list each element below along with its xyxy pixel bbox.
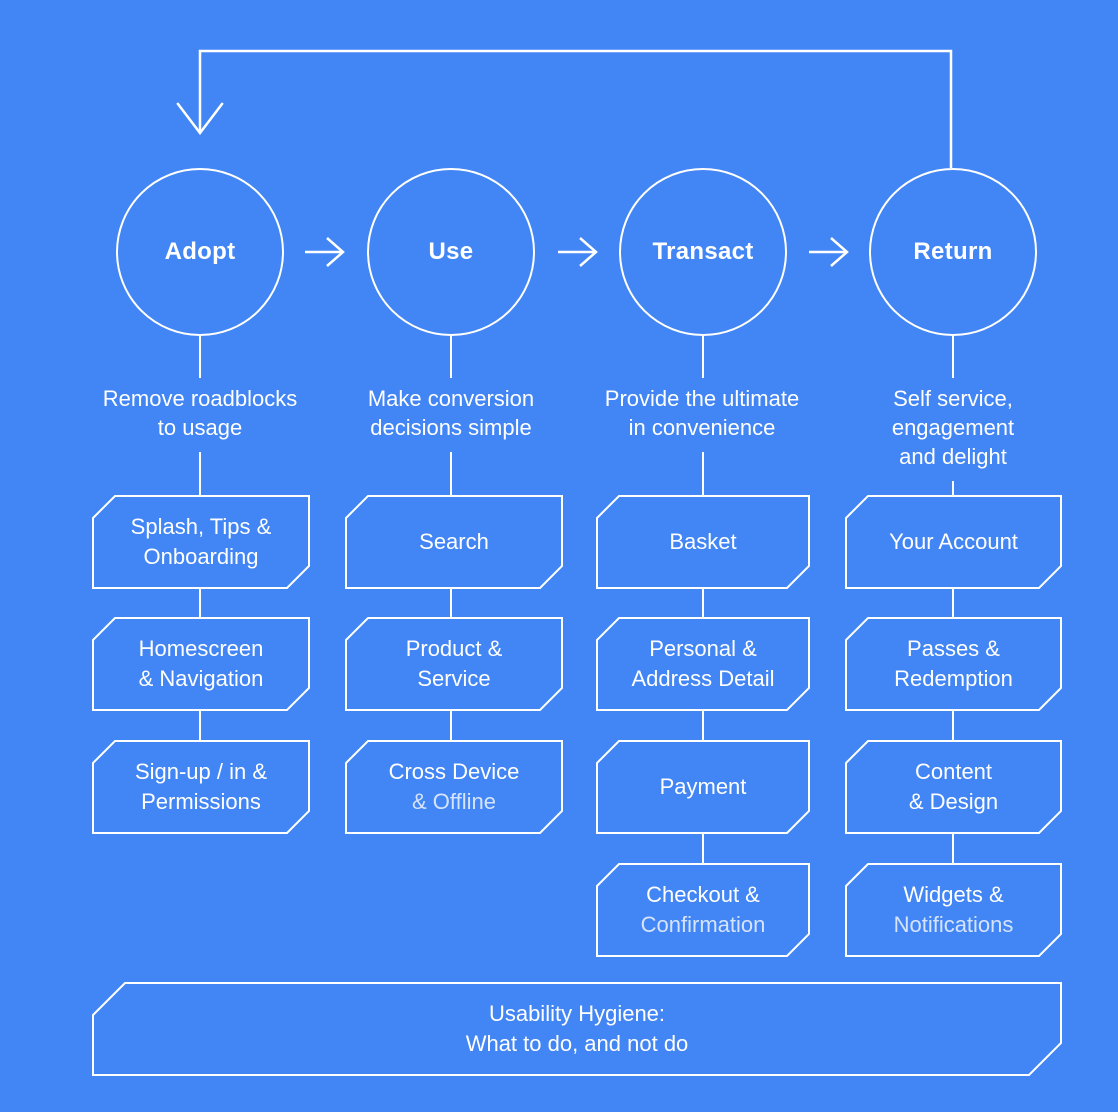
connector-use-1-2: [450, 589, 452, 617]
connector-use-caption: [450, 336, 452, 378]
connector-return-caption: [952, 336, 954, 378]
item-line2: & Navigation: [138, 666, 264, 691]
connector-return-3-4: [952, 833, 954, 863]
footer-line1: Usability Hygiene:: [488, 1001, 666, 1026]
item-line2: Redemption: [894, 666, 1013, 691]
item-line1: Splash, Tips &: [130, 514, 272, 539]
stage-label-return: Return: [913, 238, 993, 265]
item-line2: Onboarding: [143, 544, 259, 569]
item-line1: Content: [914, 759, 993, 784]
usability-hygiene-bar[interactable]: Usability Hygiene: What to do, and not d…: [92, 982, 1062, 1076]
item-line2: Notifications: [893, 912, 1014, 937]
connector-use-2-3: [450, 711, 452, 740]
item-box[interactable]: Payment: [596, 740, 810, 834]
item-line1: Payment: [659, 774, 747, 799]
stage-label-transact: Transact: [652, 238, 754, 265]
item-line1: Your Account: [889, 529, 1018, 554]
connector-return-1-2: [952, 589, 954, 617]
item-line1: Homescreen: [138, 636, 264, 661]
connector-transact-caption: [702, 336, 704, 378]
item-line2: Service: [417, 666, 491, 691]
connector-transact-2-3: [702, 711, 704, 740]
item-line1: Personal &: [649, 636, 757, 661]
arrow-adopt-to-use: [305, 237, 345, 267]
item-line2: & Design: [908, 789, 999, 814]
item-box[interactable]: Passes & Redemption: [845, 617, 1062, 711]
item-line2: Confirmation: [640, 912, 766, 937]
connector-return-items: [952, 481, 954, 495]
arrow-transact-to-return: [809, 237, 849, 267]
connector-adopt-items: [199, 452, 201, 495]
item-line2: Permissions: [141, 789, 261, 814]
stage-caption-transact: Provide the ultimate in convenience: [604, 386, 800, 440]
stage-label-adopt: Adopt: [164, 238, 236, 265]
item-line1: Widgets &: [903, 882, 1004, 907]
connector-adopt-caption: [199, 336, 201, 378]
item-line1: Product &: [405, 636, 503, 661]
item-line1: Basket: [669, 529, 737, 554]
item-box[interactable]: Cross Device & Offline: [345, 740, 563, 834]
stage-circle-transact[interactable]: Transact: [619, 168, 787, 336]
connector-transact-3-4: [702, 833, 704, 863]
item-line1: Sign-up / in &: [134, 759, 268, 784]
item-box[interactable]: Checkout & Confirmation: [596, 863, 810, 957]
connector-transact-items: [702, 452, 704, 495]
stage-circle-use[interactable]: Use: [367, 168, 535, 336]
connector-transact-1-2: [702, 589, 704, 617]
footer-line2: What to do, and not do: [465, 1031, 689, 1056]
stage-circle-return[interactable]: Return: [869, 168, 1037, 336]
item-box[interactable]: Homescreen & Navigation: [92, 617, 310, 711]
item-box[interactable]: Sign-up / in & Permissions: [92, 740, 310, 834]
stage-caption-return: Self service, engagement and delight: [891, 386, 1015, 469]
item-box[interactable]: Personal & Address Detail: [596, 617, 810, 711]
stage-circle-adopt[interactable]: Adopt: [116, 168, 284, 336]
item-line1: Cross Device: [388, 759, 520, 784]
item-line2: Address Detail: [631, 666, 775, 691]
stage-label-use: Use: [428, 238, 474, 265]
connector-adopt-1-2: [199, 589, 201, 617]
item-box[interactable]: Basket: [596, 495, 810, 589]
item-box[interactable]: Search: [345, 495, 563, 589]
item-box[interactable]: Widgets & Notifications: [845, 863, 1062, 957]
item-box[interactable]: Splash, Tips & Onboarding: [92, 495, 310, 589]
item-line2: & Offline: [412, 789, 496, 814]
item-box[interactable]: Product & Service: [345, 617, 563, 711]
item-line1: Checkout &: [646, 882, 760, 907]
connector-adopt-2-3: [199, 711, 201, 740]
item-box[interactable]: Your Account: [845, 495, 1062, 589]
item-box[interactable]: Content & Design: [845, 740, 1062, 834]
stage-caption-use: Make conversion decisions simple: [367, 386, 535, 440]
stage-caption-adopt: Remove roadblocks to usage: [102, 386, 298, 440]
item-line1: Passes &: [907, 636, 1000, 661]
item-line1: Search: [419, 529, 489, 554]
arrow-use-to-transact: [558, 237, 598, 267]
connector-use-items: [450, 452, 452, 495]
connector-return-2-3: [952, 711, 954, 740]
